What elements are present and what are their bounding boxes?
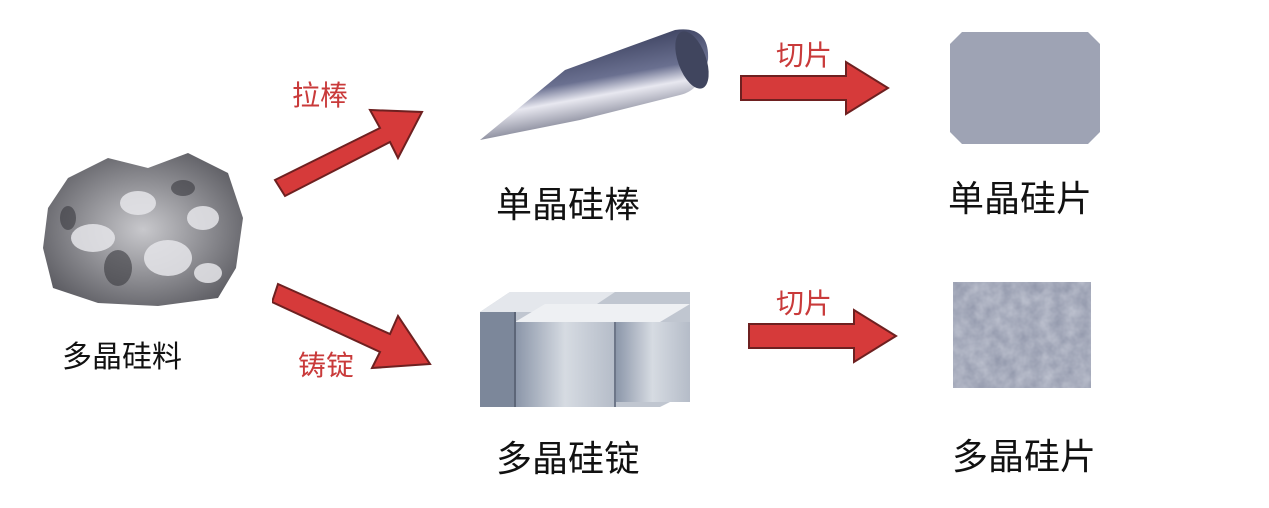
polycrystalline-wafer-icon	[953, 282, 1091, 388]
node-label-poly-ingot: 多晶硅锭	[496, 439, 641, 480]
monocrystalline-rod-icon	[470, 20, 720, 150]
node-label-mono-wafer: 单晶硅片	[948, 179, 1093, 220]
node-label-polysilicon-raw: 多晶硅料	[62, 340, 182, 375]
arrow-right-icon	[746, 308, 901, 364]
arrow-right-icon	[738, 60, 893, 116]
node-label-poly-wafer: 多晶硅片	[952, 437, 1097, 478]
polycrystalline-ingot-icon	[480, 282, 695, 407]
process-label-crystal-pulling: 拉棒	[292, 79, 349, 112]
arrow-down-right-icon	[272, 272, 432, 372]
process-label-ingot-casting: 铸锭	[298, 349, 355, 382]
arrow-up-right-icon	[270, 100, 430, 210]
process-label-slicing-poly: 切片	[776, 287, 833, 320]
polysilicon-chunks-icon	[38, 148, 248, 308]
monocrystalline-wafer-icon	[950, 32, 1100, 144]
process-label-slicing-mono: 切片	[776, 39, 833, 72]
node-label-mono-rod: 单晶硅棒	[496, 185, 641, 226]
